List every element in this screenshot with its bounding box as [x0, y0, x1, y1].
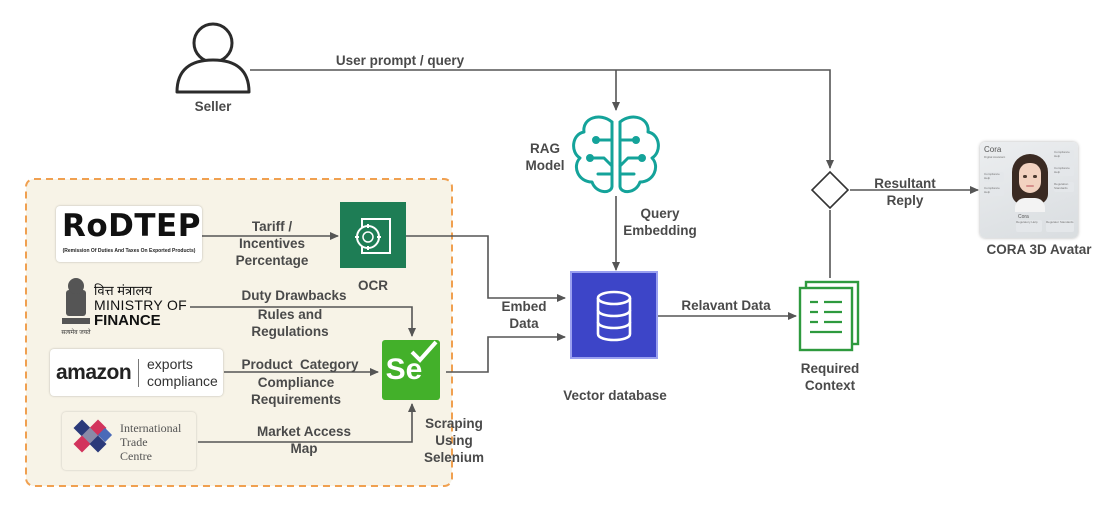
- ocr-to-db-arrow: [406, 235, 566, 302]
- amazon-exports: exports: [147, 356, 193, 372]
- mof-hindi: वित्त मंत्रालय: [94, 283, 152, 298]
- avatar-right-item-1: Compliance Help: [1054, 150, 1074, 160]
- mof-line2: FINANCE: [94, 312, 161, 329]
- selenium-icon: [382, 340, 440, 400]
- seller-label: Seller: [194, 99, 232, 114]
- avatar-left-item-2: Compliance Help: [984, 186, 1004, 196]
- amazon-divider: [138, 359, 139, 387]
- rag-model-label: RAG Model: [525, 141, 565, 173]
- document-stack-icon: [798, 280, 860, 352]
- itc-logo-mark: [73, 419, 113, 453]
- relevant-data-label: Relavant Data: [681, 298, 771, 313]
- itc-line3: Centre: [120, 449, 152, 463]
- mof-motto: सत्यमेव जयते: [61, 330, 91, 336]
- avatar-left-item-1: Compliance Help: [984, 172, 1004, 182]
- user-prompt-label: User prompt / query: [335, 53, 465, 68]
- rules-label: Rules and Regulations: [251, 307, 329, 339]
- avatar-bottom-item-2: Regulator Standards: [1046, 220, 1074, 232]
- market-arrow: [198, 403, 416, 443]
- avatar-right-item-2: Compliance Help: [1054, 166, 1074, 176]
- market-access-label: Market Access Map: [256, 424, 352, 456]
- cora-avatar-label: CORA 3D Avatar: [986, 242, 1092, 257]
- vector-database-label: Vector database: [563, 388, 667, 403]
- avatar-title: Cora: [984, 145, 1002, 154]
- ocr-icon: [340, 202, 406, 268]
- seller-icon: [175, 22, 251, 94]
- duty-drawbacks-label: Duty Drawbacks: [241, 288, 347, 303]
- user-prompt-arrow: [250, 69, 834, 169]
- selenium-to-db-arrow: [446, 333, 566, 373]
- query-embedding-label: Query Embedding: [623, 206, 697, 238]
- product-category-label: Product Category: [241, 357, 359, 372]
- required-context-label: Required Context: [800, 361, 860, 393]
- itc-line1: International: [120, 421, 182, 435]
- avatar-subtitle: Digital Assistant: [984, 155, 1006, 159]
- national-emblem-icon: [62, 278, 90, 324]
- decision-diamond: [810, 170, 850, 210]
- scraping-label: Scraping Using Selenium: [423, 416, 485, 465]
- ocr-label: OCR: [358, 278, 388, 293]
- rodtep-title: RoDTEP: [62, 208, 201, 244]
- mof-line1: MINISTRY OF: [94, 297, 188, 313]
- compliance-requirements-label: Compliance Requirements: [250, 375, 342, 407]
- resultant-reply-label: Resultant Reply: [874, 176, 936, 208]
- embed-data-label: Embed Data: [501, 299, 547, 331]
- avatar-right-item-3: Regulation Standards: [1054, 182, 1074, 192]
- itc-line2: Trade: [120, 435, 148, 449]
- cora-avatar-screen: Cora Digital Assistant Compliance Help C…: [980, 142, 1078, 238]
- amazon-compliance: compliance: [147, 373, 218, 389]
- tariff-label: Tariff / Incentives Percentage: [235, 219, 309, 268]
- avatar-face-icon: [1010, 154, 1050, 212]
- amazon-word: amazon: [56, 361, 132, 384]
- amazon-exports-logo: amazon exports compliance: [50, 349, 223, 396]
- duty-arrow: [190, 306, 416, 337]
- selenium-text: Se: [385, 353, 423, 386]
- rodtep-logo: RoDTEP (Remission Of Duties And Taxes On…: [56, 206, 202, 262]
- avatar-bottom-item-1: Regulatory Help: [1016, 220, 1042, 232]
- rag-brain-icon: [572, 115, 660, 193]
- itc-logo: International Trade Centre: [62, 412, 196, 470]
- vector-database-icon: [570, 271, 658, 359]
- avatar-bottom-name: Cora: [1018, 214, 1029, 220]
- rodtep-subtitle: (Remission Of Duties And Taxes On Export…: [62, 248, 196, 254]
